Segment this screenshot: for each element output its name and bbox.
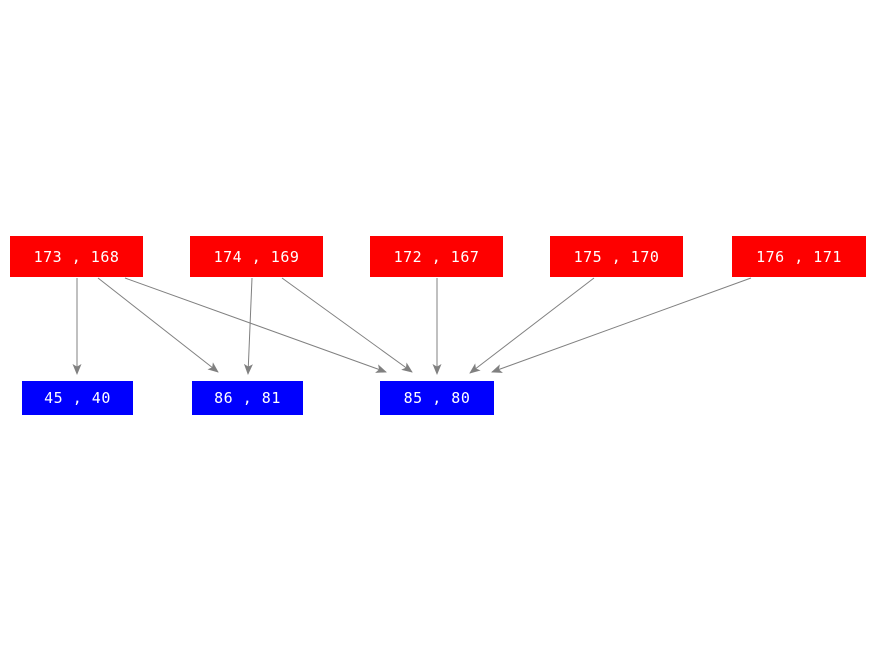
- graph-edge: [281, 277, 413, 373]
- graph-edge: [243, 277, 253, 375]
- node-label: 86 , 81: [214, 389, 281, 407]
- node-label: 173 , 168: [33, 247, 120, 266]
- source-node-n176[interactable]: 176 , 171: [732, 236, 866, 277]
- node-label: 174 , 169: [213, 247, 300, 266]
- source-node-n172[interactable]: 172 , 167: [370, 236, 503, 277]
- node-label: 172 , 167: [393, 247, 480, 266]
- source-node-n173[interactable]: 173 , 168: [10, 236, 143, 277]
- graph-edge: [491, 277, 752, 373]
- target-node-n86[interactable]: 86 , 81: [192, 381, 303, 415]
- target-node-n85[interactable]: 85 , 80: [380, 381, 494, 415]
- graph-edges: [72, 277, 752, 375]
- graph-edge: [469, 277, 595, 374]
- node-label: 45 , 40: [44, 389, 111, 407]
- node-label: 176 , 171: [756, 247, 842, 266]
- source-node-n174[interactable]: 174 , 169: [190, 236, 323, 277]
- node-label: 175 , 170: [573, 247, 660, 266]
- source-node-n175[interactable]: 175 , 170: [550, 236, 683, 277]
- target-node-n45[interactable]: 45 , 40: [22, 381, 133, 415]
- node-label: 85 , 80: [403, 389, 471, 407]
- graph-edge: [124, 277, 387, 373]
- graph-edge: [97, 277, 219, 373]
